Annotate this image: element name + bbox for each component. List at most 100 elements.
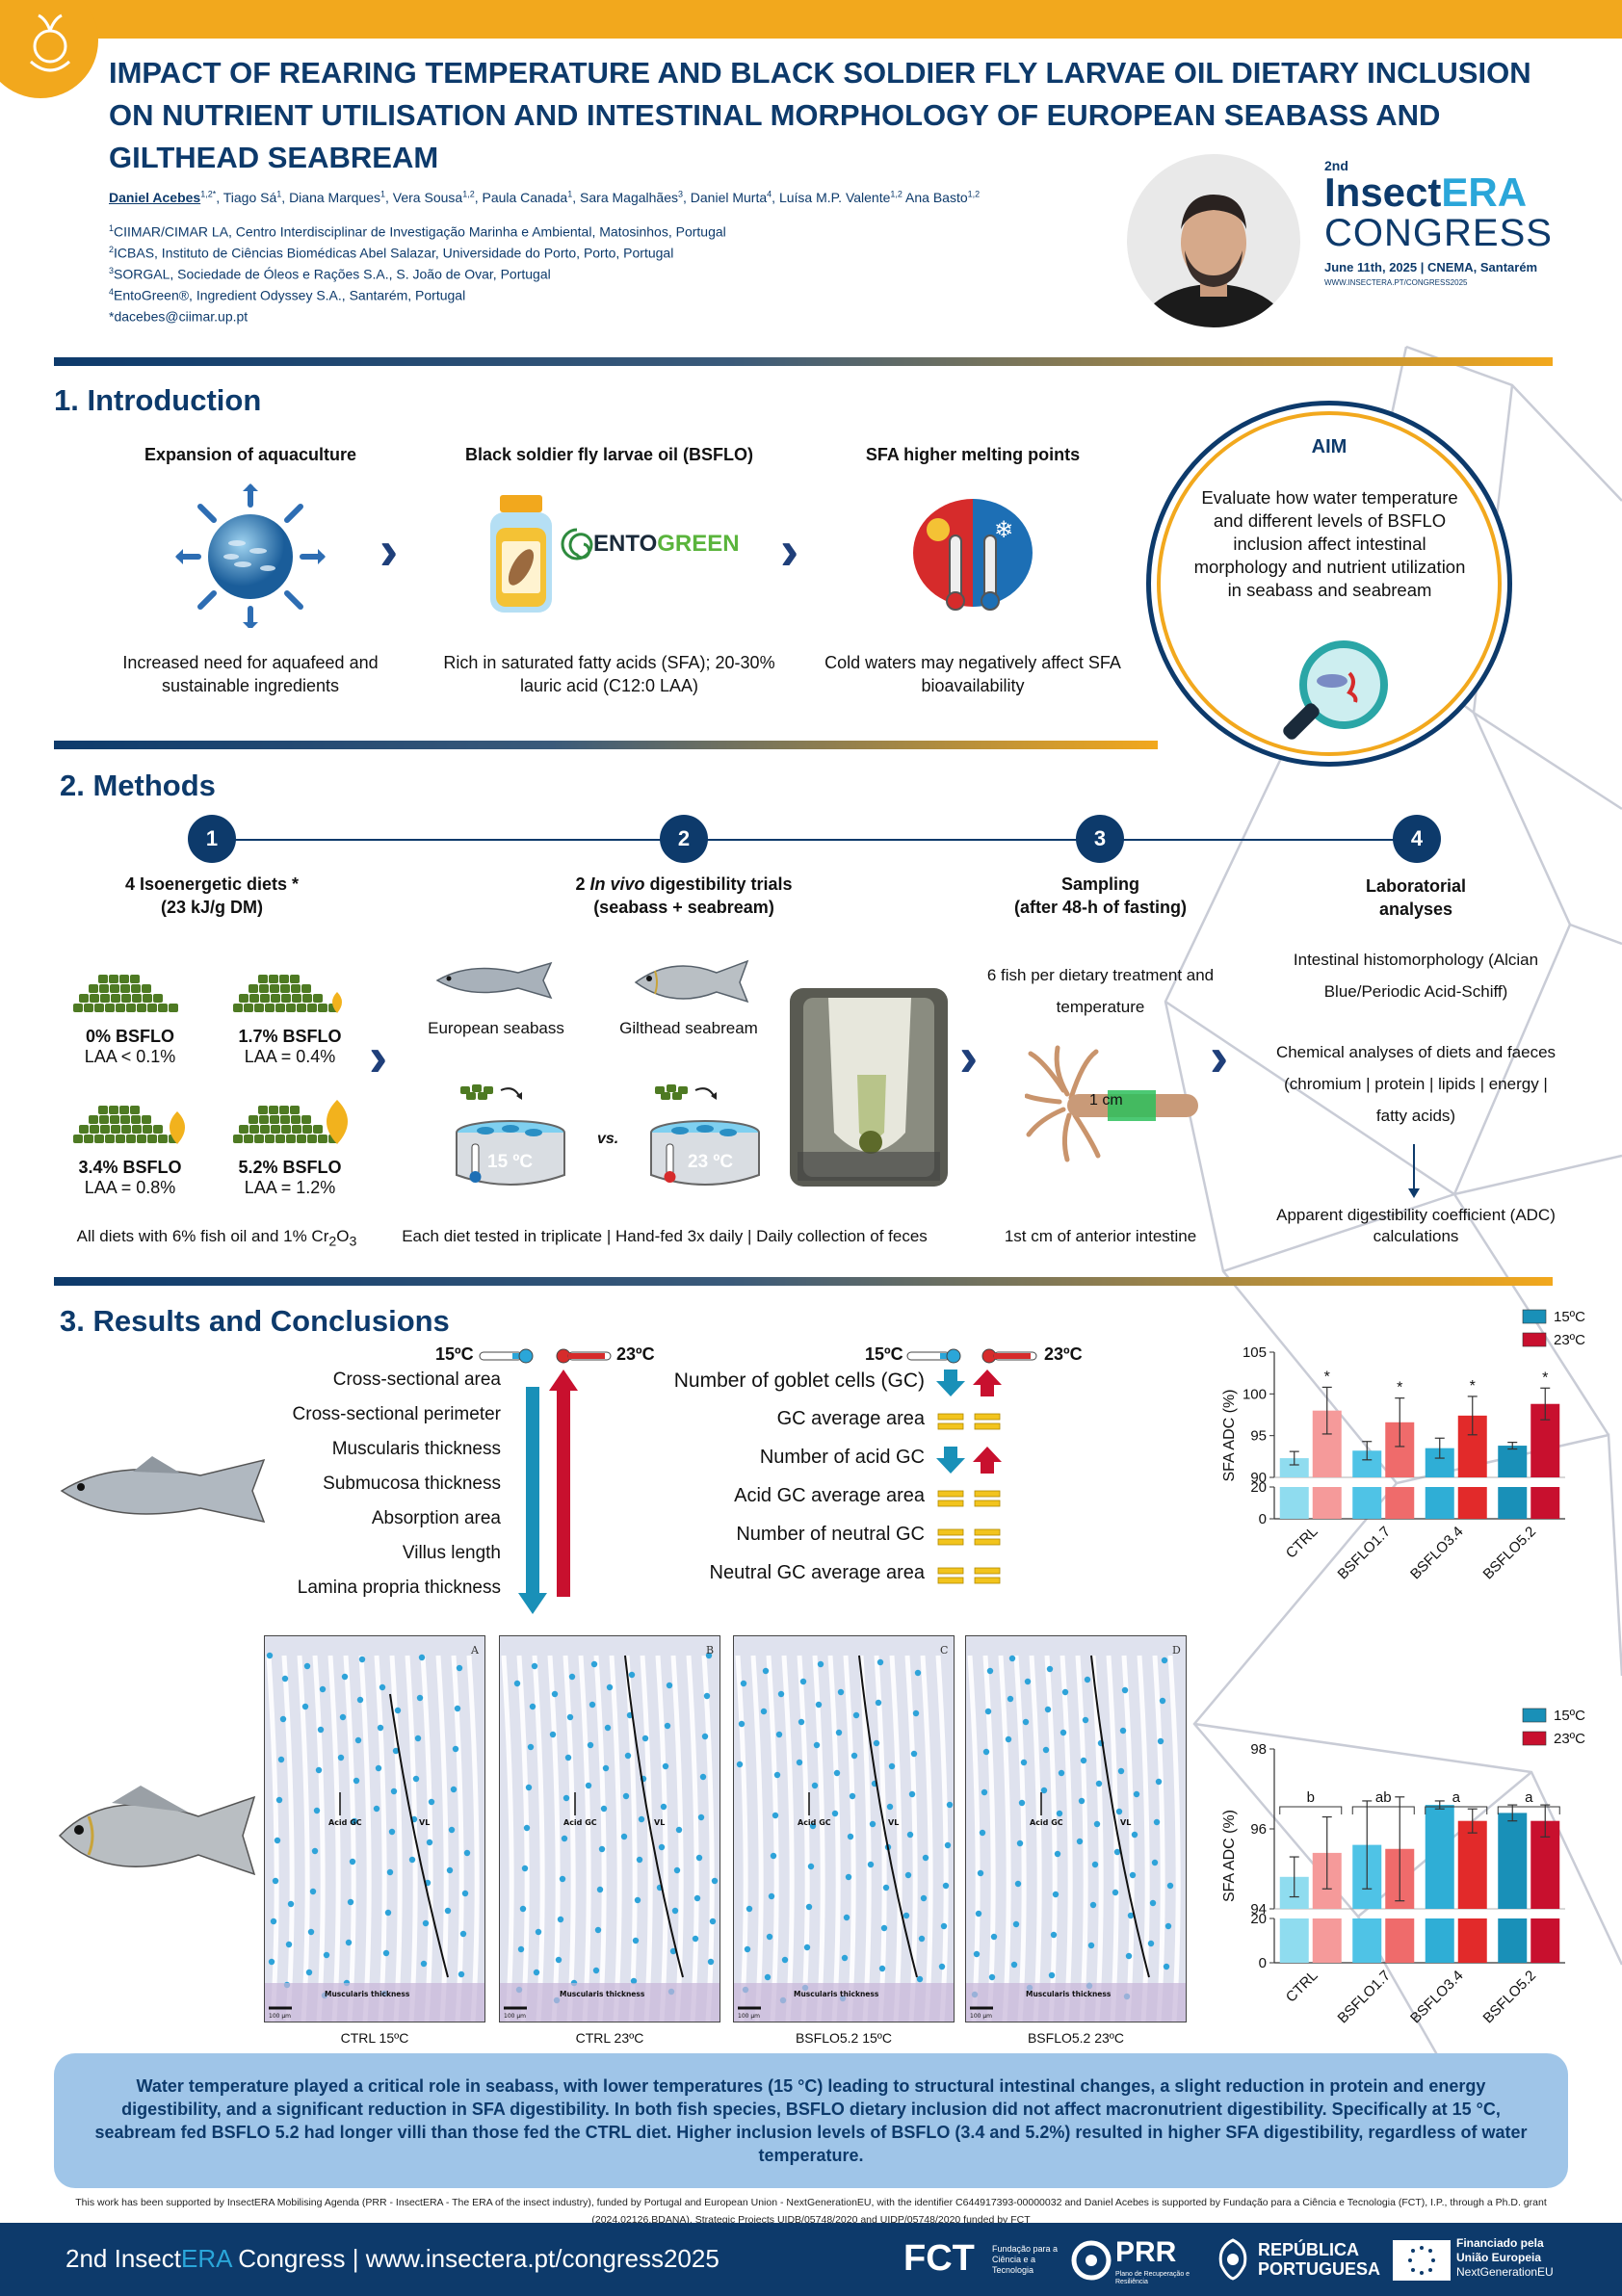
intestine-icon (1025, 1045, 1198, 1162)
globe-fish-icon (175, 483, 326, 628)
author-entry: Ana Basto1,2 (905, 189, 981, 205)
legend-swatch (1522, 1332, 1547, 1347)
bar-upper (1457, 1820, 1487, 1909)
svg-text:❄: ❄ (994, 516, 1013, 543)
equal-icon (937, 1528, 1001, 1546)
y-tick-label: 96 (1250, 1821, 1267, 1838)
chevron-right-icon: › (1210, 1026, 1229, 1088)
step1-heading: 4 Isoenergetic diets *(23 kJ/g DM) (124, 874, 300, 917)
chevron-right-icon: › (379, 519, 399, 582)
micrograph-caption: CTRL 15ºC (340, 2030, 409, 2046)
step-4-badge: 4 (1393, 815, 1441, 863)
prr-logo: PRR (1115, 2236, 1177, 2268)
morph-param: Submucosa thickness (323, 1474, 501, 1494)
gc-param: Acid GC average area (734, 1485, 925, 1506)
bar-lower (1352, 1487, 1382, 1519)
author-name: Diana Marques (289, 189, 380, 205)
aim-circle: AIM Evaluate how water temperature and d… (1146, 401, 1512, 767)
significance-bracket (1497, 1806, 1560, 1814)
author-sup: 3 (677, 189, 683, 198)
divider-1 (54, 357, 1553, 366)
author-name: Tiago Sá (222, 189, 277, 205)
acid-gc-label: Acid GC (563, 1818, 597, 1827)
author-sup: 1,2* (200, 189, 217, 198)
divider-3 (54, 1277, 1553, 1286)
significance-star: * (1542, 1370, 1548, 1386)
author-name: Sara Magalhães (580, 189, 678, 205)
scale-bar-label: 100 μm (970, 2013, 992, 2020)
author-sup: 1,2 (967, 189, 981, 198)
gc-param: Neutral GC average area (709, 1562, 925, 1583)
legend-swatch (1522, 1731, 1547, 1746)
seabream-label: Gilthead seabream (619, 1019, 758, 1037)
morph-param: Cross-sectional perimeter (292, 1404, 501, 1424)
acid-gc-label: Acid GC (798, 1818, 831, 1827)
author-entry: Sara Magalhães3, (580, 189, 691, 205)
intro-heading-aquaculture: Expansion of aquaculture (144, 445, 357, 464)
micrograph-letter: D (1172, 1644, 1181, 1657)
step3-text: 6 fish per dietary treatment and tempera… (986, 966, 1215, 1016)
feed-pellets-icon (233, 975, 342, 1013)
intro-section-title: 1. Introduction (54, 383, 262, 417)
eu-flag-icon (1393, 2240, 1451, 2281)
thermometer-hot-icon (981, 1348, 1037, 1364)
seabass-t-high: 23ºC (616, 1344, 655, 1364)
step-3-badge: 3 (1076, 815, 1124, 863)
author-name: Paula Canada (482, 189, 568, 205)
significance-letter: a (1452, 1789, 1461, 1806)
bar-upper (1498, 1813, 1528, 1909)
vs-label: vs. (597, 1131, 619, 1147)
aim-text: Evaluate how water temperature and diffe… (1193, 487, 1466, 600)
bar-lower (1425, 1487, 1454, 1519)
footer-congress-text: 2nd InsectERA Congress | www.insectera.p… (65, 2244, 719, 2273)
fct-logo: FCT (903, 2238, 975, 2279)
bar-lower (1312, 1487, 1342, 1519)
bar-lower (1498, 1487, 1528, 1519)
gc-t-high: 23ºC (1044, 1344, 1083, 1364)
author-sup: 1 (567, 189, 573, 198)
chevron-right-icon: › (780, 519, 799, 582)
morph-param: Villus length (402, 1543, 501, 1563)
y-tick-label: 105 (1243, 1344, 1267, 1361)
bar-upper (1498, 1446, 1528, 1477)
muscularis-label: Muscularis thickness (325, 1990, 410, 1998)
bar-lower (1530, 1487, 1560, 1519)
poster-title: IMPACT OF REARING TEMPERATURE AND BLACK … (109, 56, 1531, 174)
legend-label: 15ºC (1554, 1309, 1585, 1325)
x-tick-label: BSFLO3.4 (1407, 1524, 1467, 1583)
x-tick-label: BSFLO1.7 (1335, 1968, 1395, 2027)
y-tick-label: 94 (1250, 1901, 1267, 1918)
y-tick-label: 20 (1250, 1911, 1267, 1927)
steps-timeline (212, 839, 1416, 841)
up-down-arrows-icon (936, 1447, 1002, 1474)
author-name: Ana Basto (905, 189, 968, 205)
gc-param: GC average area (776, 1408, 925, 1429)
significance-bracket (1425, 1806, 1488, 1814)
seabream-icon (634, 959, 749, 1004)
y-tick-label: 0 (1259, 1511, 1267, 1527)
micrograph-letter: A (470, 1644, 480, 1657)
y-tick-label: 100 (1243, 1386, 1267, 1402)
morph-param: Cross-sectional area (332, 1370, 501, 1390)
micrograph-caption: BSFLO5.2 23ºC (1027, 2030, 1125, 2046)
y-tick-label: 0 (1259, 1955, 1267, 1971)
divider-2 (54, 741, 1158, 749)
step2-heading: 2 In vivo digestibility trials(seabass +… (575, 874, 793, 917)
significance-letter: a (1525, 1789, 1533, 1806)
methods-section-title: 2. Methods (60, 769, 216, 802)
thermometer-cold-icon (906, 1348, 961, 1364)
step-2-badge: 2 (660, 815, 708, 863)
step4-text-adc: Apparent digestibility coefficient (ADC)… (1276, 1206, 1556, 1245)
bar-lower (1385, 1918, 1415, 1963)
chevron-right-icon: › (959, 1026, 979, 1088)
author-entry: Diana Marques1, (289, 189, 393, 205)
morph-param: Lamina propria thickness (297, 1578, 501, 1598)
feed-pellets-icon (233, 1100, 348, 1144)
